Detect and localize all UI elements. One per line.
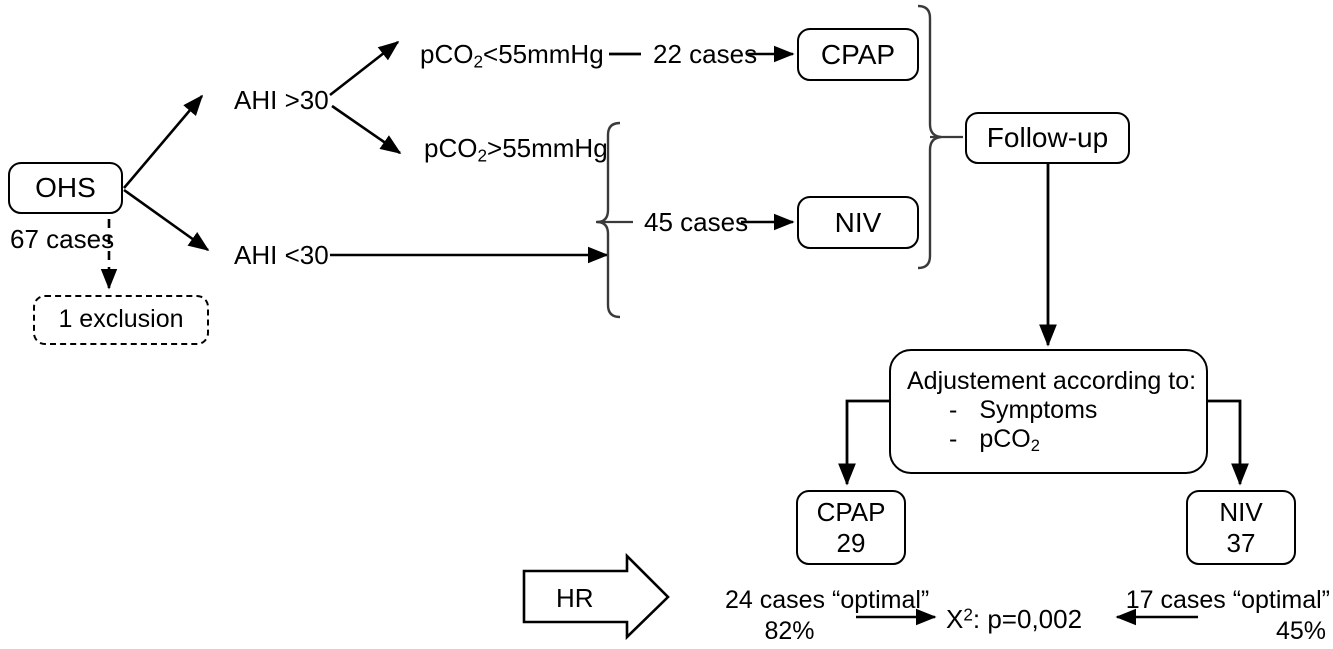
node-niv-bottom-value: 37 [1226, 527, 1256, 558]
node-followup-label: Follow-up [986, 122, 1109, 154]
node-cpap-top-label: CPAP [820, 38, 896, 70]
pco2-high-subscript: 2 [477, 145, 488, 166]
label-ahi-high: AHI >30 [234, 85, 329, 115]
node-followup[interactable]: Follow-up [965, 112, 1130, 164]
cpap-optimal-pct: 82% [764, 616, 815, 645]
edge-ahi-high-to-pco2-low [329, 40, 400, 97]
node-exclusion[interactable]: 1 exclusion [33, 295, 209, 345]
edge-ahi-high-to-pco2-high [331, 104, 402, 155]
adjustment-item-text: Symptoms [979, 395, 1098, 424]
node-cpap-bottom-label: CPAP [816, 496, 886, 527]
label-22-cases: 22 cases [653, 39, 758, 69]
chi-square-exponent: 2 [963, 604, 973, 625]
node-cpap-bottom[interactable]: CPAP 29 [796, 490, 906, 565]
label-45-cases: 45 cases [644, 207, 749, 237]
adjustment-pco2-subscript: 2 [1030, 437, 1040, 456]
chi-square-result: X2: p=0,002 [946, 604, 1083, 634]
niv-optimal-pct: 45% [1275, 616, 1326, 645]
edge-adjustment-to-cpap-bottom [838, 399, 891, 486]
adjustment-item-dash: - [949, 395, 958, 424]
pco2-low-subscript: 2 [473, 51, 484, 72]
cpap-optimal-cases: 24 cases “optimal” [725, 586, 930, 614]
niv-optimal-result: 17 cases “optimal” 45% [1125, 585, 1330, 646]
adjustment-item-dash: - [949, 424, 958, 453]
hr-block-arrow [522, 552, 670, 641]
label-pco2-low: pCO2<55mmHg [420, 39, 604, 72]
node-adjustment[interactable]: Adjustement according to: - Symptoms - p… [889, 349, 1208, 474]
node-niv-top[interactable]: NIV [797, 196, 919, 249]
niv-optimal-cases: 17 cases “optimal” [1125, 586, 1330, 614]
node-niv-bottom[interactable]: NIV 37 [1186, 490, 1296, 565]
node-niv-bottom-label: NIV [1219, 496, 1263, 527]
label-ahi-low: AHI <30 [234, 240, 329, 270]
edge-ohs-to-ahi-low [123, 188, 210, 252]
label-pco2-high: pCO2>55mmHg [424, 133, 608, 166]
hr-arrow-label: HR [556, 583, 594, 613]
node-niv-top-label: NIV [834, 206, 882, 238]
adjustment-item-text: pCO2 [979, 424, 1040, 456]
node-cpap-top[interactable]: CPAP [797, 28, 919, 81]
ohs-cases-label: 67 cases [10, 224, 115, 254]
node-ohs-label: OHS [35, 172, 96, 204]
adjustment-title: Adjustement according to: [907, 366, 1197, 395]
cpap-optimal-result: 24 cases “optimal” 82% [725, 585, 930, 646]
adjustment-item-symptoms: - Symptoms [891, 396, 1206, 425]
edge-ohs-to-ahi-high [123, 94, 204, 189]
node-ohs[interactable]: OHS [8, 162, 123, 214]
node-exclusion-label: 1 exclusion [58, 305, 184, 334]
adjustment-item-pco2: - pCO2 [891, 425, 1206, 456]
edge-adjustment-to-niv-bottom [1206, 399, 1249, 486]
node-cpap-bottom-value: 29 [836, 527, 866, 558]
